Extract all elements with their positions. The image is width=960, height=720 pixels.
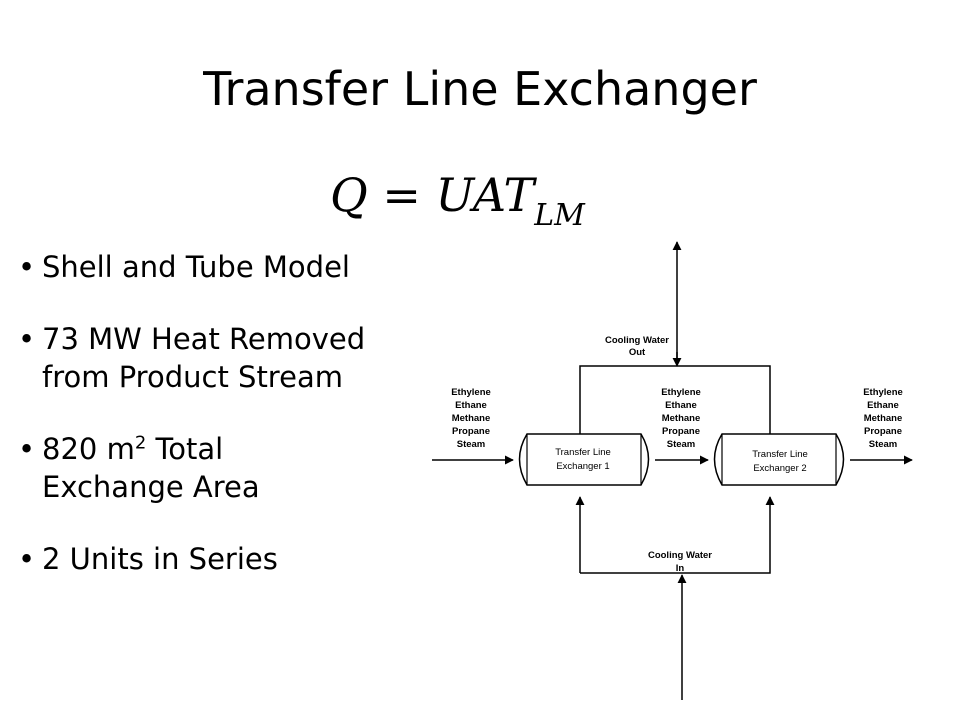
outlet-stream-composition: Ethylene Ethane Methane Propane Steam bbox=[863, 387, 903, 450]
component-label: Ethylene bbox=[661, 387, 701, 398]
bullet-item: 2 Units in Series bbox=[18, 540, 365, 578]
component-label: Ethane bbox=[665, 400, 697, 411]
component-label: Ethylene bbox=[451, 387, 491, 398]
cooling-loop-top bbox=[579, 365, 771, 434]
middle-stream-composition: Ethylene Ethane Methane Propane Steam bbox=[661, 387, 701, 450]
bullet-text: 820 m2 Total bbox=[42, 430, 365, 468]
component-label: Methane bbox=[864, 413, 903, 424]
exchanger-1-label-line2: Exchanger 1 bbox=[556, 461, 609, 472]
exchanger-1-label-line1: Transfer Line bbox=[555, 447, 611, 458]
exchanger-2-label-line1: Transfer Line bbox=[752, 449, 808, 460]
cooling-water-in-label-line1: Cooling Water bbox=[648, 550, 712, 561]
bullet-text-suffix: Total bbox=[146, 432, 224, 466]
bullet-text: 73 MW Heat Removed bbox=[42, 322, 366, 356]
bullet-text-continued: from Product Stream bbox=[42, 360, 343, 394]
bullet-text: 2 Units in Series bbox=[42, 542, 278, 576]
bullet-text: Shell and Tube Model bbox=[42, 250, 350, 284]
exchanger-2-shell bbox=[713, 433, 845, 486]
heat-transfer-equation: Q = UATLM bbox=[330, 168, 585, 233]
component-label: Methane bbox=[452, 413, 491, 424]
bullet-item: Shell and Tube Model bbox=[18, 248, 365, 286]
cooling-water-in-label-line2: In bbox=[676, 563, 685, 574]
component-label: Steam bbox=[869, 439, 898, 450]
component-label: Propane bbox=[864, 426, 902, 437]
inlet-stream-composition: Ethylene Ethane Methane Propane Steam bbox=[451, 387, 491, 450]
cooling-water-out-label-line1: Cooling Water bbox=[605, 335, 669, 346]
superscript: 2 bbox=[134, 432, 147, 454]
exchanger-2-label-line2: Exchanger 2 bbox=[753, 463, 806, 474]
bullet-item: 73 MW Heat Removed from Product Stream bbox=[18, 320, 365, 396]
component-label: Steam bbox=[667, 439, 696, 450]
component-label: Methane bbox=[662, 413, 701, 424]
equation-main: Q = UAT bbox=[330, 168, 535, 222]
component-label: Propane bbox=[662, 426, 700, 437]
bullet-text-continued: Exchange Area bbox=[42, 470, 260, 504]
bullet-text-prefix: 820 m bbox=[42, 432, 135, 466]
component-label: Propane bbox=[452, 426, 490, 437]
component-label: Ethane bbox=[455, 400, 487, 411]
equation-subscript: LM bbox=[534, 198, 585, 233]
exchanger-1-shell bbox=[518, 433, 650, 486]
bullet-list: Shell and Tube Model 73 MW Heat Removed … bbox=[18, 248, 365, 612]
bullet-item: 820 m2 Total Exchange Area bbox=[18, 430, 365, 506]
page-title: Transfer Line Exchanger bbox=[203, 62, 757, 116]
cooling-water-out-label-line2: Out bbox=[629, 347, 646, 358]
component-label: Ethylene bbox=[863, 387, 903, 398]
component-label: Ethane bbox=[867, 400, 899, 411]
component-label: Steam bbox=[457, 439, 486, 450]
process-flow-diagram: Transfer Line Exchanger 1 Transfer Line … bbox=[432, 241, 913, 700]
cooling-loop-bottom-right bbox=[580, 496, 775, 574]
